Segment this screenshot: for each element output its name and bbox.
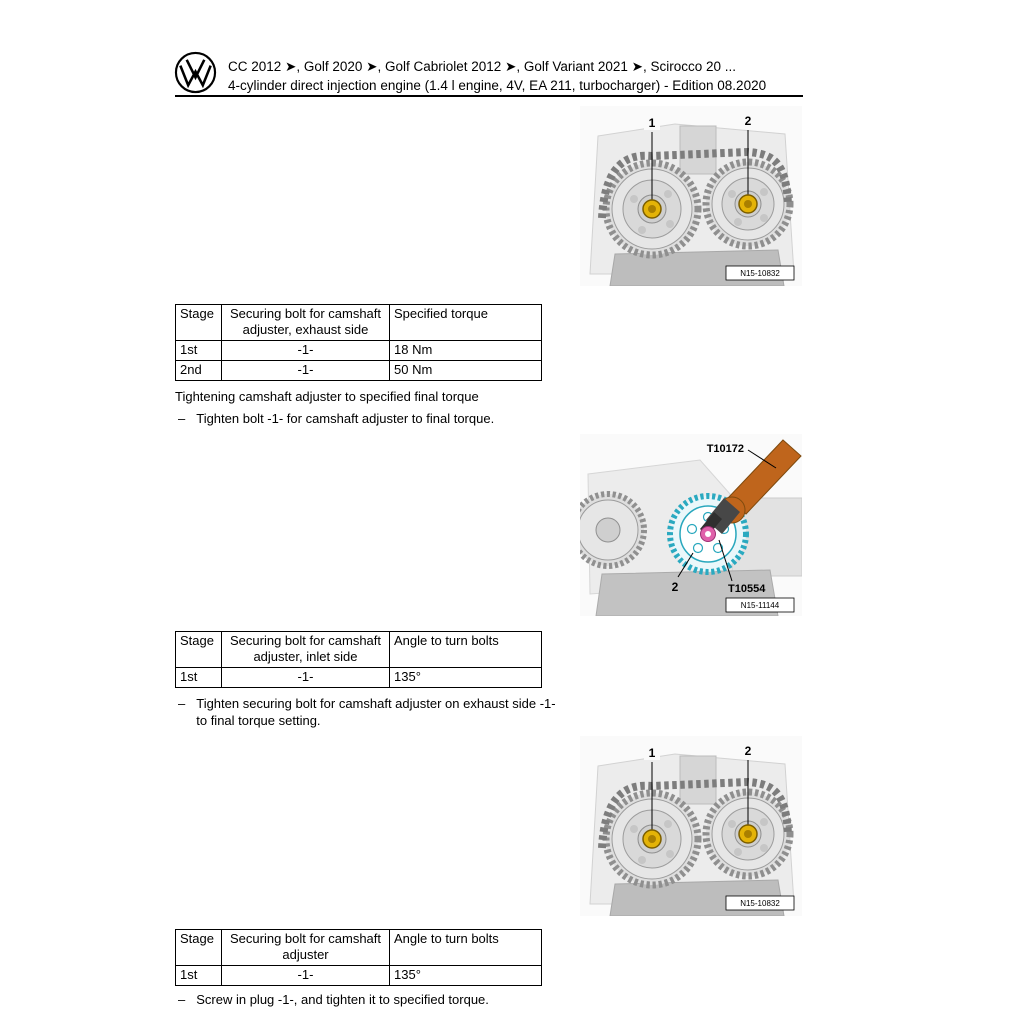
instruction-item: – Tighten securing bolt for camshaft adj… xyxy=(178,695,562,729)
header-value: Angle to turn bolts xyxy=(389,631,542,668)
table-row: 1st -1- 18 Nm xyxy=(175,340,542,361)
table-row: 1st -1- 135° xyxy=(175,667,542,688)
callout-label-bg xyxy=(740,112,756,128)
header-engine-line: 4-cylinder direct injection engine (1.4 … xyxy=(228,78,767,93)
cell-stage: 1st xyxy=(175,667,222,688)
exhaust-sprocket-partial xyxy=(580,491,647,569)
exhaust-camshaft-sprocket xyxy=(602,789,702,889)
adjuster-hub xyxy=(700,526,716,542)
header-stage: Stage xyxy=(175,304,222,341)
bullet-dash: – xyxy=(178,696,186,711)
callout-line-t10172 xyxy=(747,449,777,469)
cell-stage: 2nd xyxy=(175,360,222,381)
instruction-text: Screw in plug -1-, and tighten it to spe… xyxy=(196,992,489,1007)
callout-line-2 xyxy=(677,552,694,578)
vw-logo-icon xyxy=(174,51,217,94)
torque-table-inlet: Stage Securing bolt for camshaft adjuste… xyxy=(175,631,542,688)
bullet-dash: – xyxy=(178,992,186,1007)
figure-ref-number: N15-10832 xyxy=(740,899,780,908)
cell-value: 18 Nm xyxy=(389,340,542,361)
camshaft-bolt-1 xyxy=(642,199,662,219)
figure-callout-2: 2 xyxy=(745,114,752,128)
instruction-text: Tighten bolt -1- for camshaft adjuster t… xyxy=(196,411,495,426)
instruction-item: – Screw in plug -1-, and tighten it to s… xyxy=(178,991,489,1008)
torque-wrench xyxy=(700,439,802,536)
table-row: 2nd -1- 50 Nm xyxy=(175,360,542,381)
table-row: 1st -1- 135° xyxy=(175,965,542,986)
header-value: Specified torque xyxy=(389,304,542,341)
table-header-row: Stage Securing bolt for camshaft adjuste… xyxy=(175,304,542,341)
tool-label-t10554: T10554 xyxy=(728,583,766,595)
figure-ref-box: N15-10832 xyxy=(725,265,795,281)
camshaft-bolt-2 xyxy=(738,194,758,214)
cell-bolt: -1- xyxy=(221,340,390,361)
cell-value: 50 Nm xyxy=(389,360,542,381)
callout-label-bg xyxy=(740,742,756,758)
page-header: CC 2012 ➤, Golf 2020 ➤, Golf Cabriolet 2… xyxy=(228,57,766,95)
header-divider xyxy=(175,95,803,97)
section-heading: Tightening camshaft adjuster to specifie… xyxy=(175,389,479,404)
cell-value: 135° xyxy=(389,965,542,986)
figure-ref-number: N15-10832 xyxy=(740,269,780,278)
callout-line-t10554 xyxy=(718,539,733,582)
header-stage: Stage xyxy=(175,631,222,668)
instruction-item: – Tighten bolt -1- for camshaft adjuster… xyxy=(178,410,494,427)
torque-table-exhaust: Stage Securing bolt for camshaft adjuste… xyxy=(175,304,542,381)
tool-label-t10172: T10172 xyxy=(707,443,744,455)
figure-camshaft-adjuster-tool: T10172 2 T10554 N15-11144 xyxy=(580,434,802,616)
figure-camshaft-sprockets-top: 1 2 N15-10832 xyxy=(580,106,802,286)
instruction-text: Tighten securing bolt for camshaft adjus… xyxy=(196,696,556,728)
cell-bolt: -1- xyxy=(221,360,390,381)
table-header-row: Stage Securing bolt for camshaft adjuste… xyxy=(175,929,542,966)
header-bolt: Securing bolt for camshaft adjuster xyxy=(221,929,390,966)
header-value: Angle to turn bolts xyxy=(389,929,542,966)
figure-ref-box: N15-10832 xyxy=(725,895,795,911)
figure-callout-1: 1 xyxy=(649,746,656,760)
cell-stage: 1st xyxy=(175,965,222,986)
cell-bolt: -1- xyxy=(221,667,390,688)
camshaft-bolt-1 xyxy=(642,829,662,849)
figure-ref-number: N15-11144 xyxy=(741,601,780,610)
header-bolt: Securing bolt for camshaft adjuster, exh… xyxy=(221,304,390,341)
table-header-row: Stage Securing bolt for camshaft adjuste… xyxy=(175,631,542,668)
figure-ref-box: N15-11144 xyxy=(725,597,795,613)
figure-callout-2: 2 xyxy=(672,580,679,594)
torque-table-adjuster: Stage Securing bolt for camshaft adjuste… xyxy=(175,929,542,986)
callout-label-bg xyxy=(644,114,660,130)
cell-stage: 1st xyxy=(175,340,222,361)
header-stage: Stage xyxy=(175,929,222,966)
header-models-line: CC 2012 ➤, Golf 2020 ➤, Golf Cabriolet 2… xyxy=(228,59,736,74)
bullet-dash: – xyxy=(178,411,186,426)
header-bolt: Securing bolt for camshaft adjuster, inl… xyxy=(221,631,390,668)
cell-bolt: -1- xyxy=(221,965,390,986)
figure-camshaft-sprockets-bottom: 1 2 N15-10832 xyxy=(580,736,802,916)
figure-callout-1: 1 xyxy=(649,116,656,130)
callout-label-bg xyxy=(644,744,660,760)
camshaft-bolt-2 xyxy=(738,824,758,844)
cell-value: 135° xyxy=(389,667,542,688)
figure-callout-2: 2 xyxy=(745,744,752,758)
